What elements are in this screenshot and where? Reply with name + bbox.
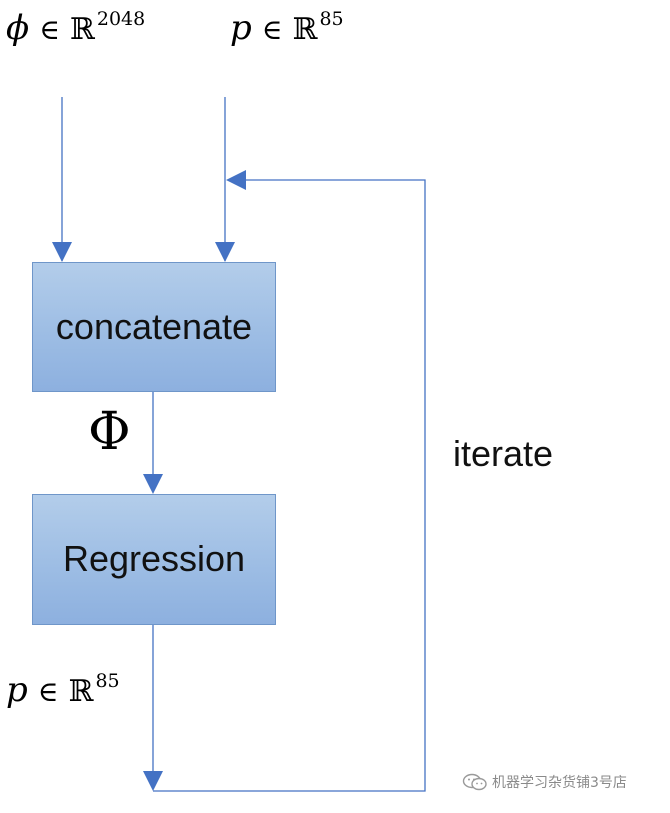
concatenate-node: concatenate	[32, 262, 276, 392]
output-set: ℝ	[68, 674, 94, 709]
iterate-label: iterate	[453, 433, 554, 474]
iterate-loop-line	[153, 179, 426, 792]
watermark-text: 机器学习杂货铺3号店	[492, 775, 627, 791]
pose-relation: ∈	[261, 13, 283, 46]
feature-relation: ∈	[39, 13, 60, 46]
pose-dim: 85	[319, 8, 344, 30]
output-dim: 85	[95, 670, 120, 692]
concatenate-node-label: concatenate	[55, 305, 253, 347]
output-relation: ∈	[37, 675, 59, 708]
watermark: 机器学习杂货铺3号店	[462, 772, 627, 792]
regression-node: Regression	[32, 494, 276, 625]
feature-symbol: ϕ	[6, 8, 30, 48]
arrowhead-regression-to-output	[143, 771, 163, 791]
arrowhead-pose-to-concat	[215, 242, 235, 262]
arrowhead-feature-to-concat	[52, 242, 72, 262]
pose-set: ℝ	[292, 12, 318, 47]
output-symbol: p	[6, 670, 28, 710]
regression-node-label: Regression	[62, 538, 246, 580]
phi-edge-label: Φ	[88, 402, 131, 462]
feature-set: ℝ	[69, 12, 95, 47]
pose-symbol: p	[230, 8, 252, 48]
feature-dim: 2048	[96, 8, 146, 30]
arrowhead-concat-to-regression	[143, 474, 163, 494]
arrowhead-iterate-loop	[226, 170, 246, 190]
wechat-icon	[462, 773, 487, 791]
